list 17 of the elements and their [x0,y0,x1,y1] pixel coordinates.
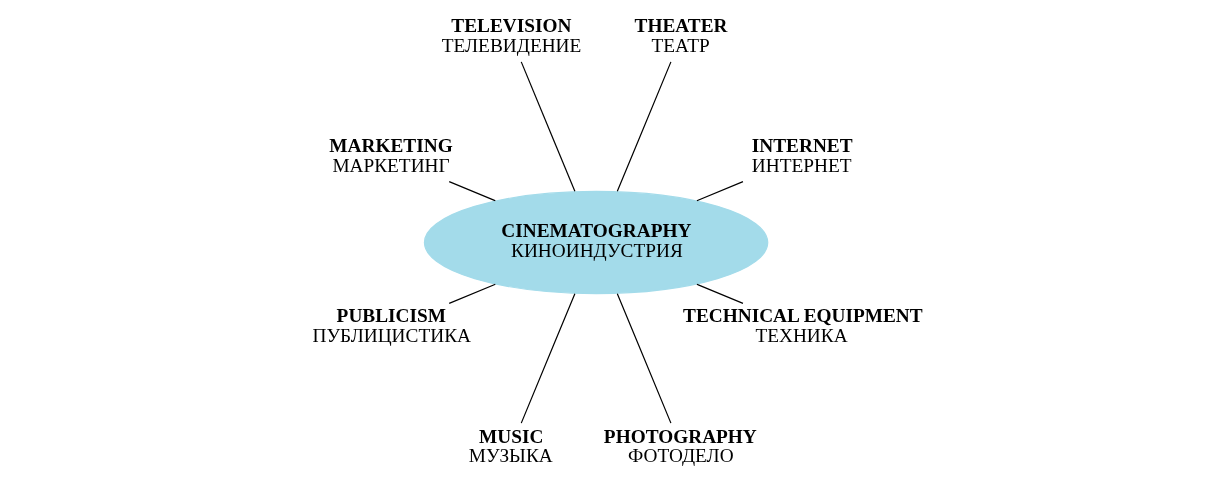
connector [616,61,672,192]
node-text: INTERNET ИНТЕРНЕТ [751,135,853,176]
connector [520,61,576,192]
node-text: THEATER ТЕАТР [634,15,728,56]
node-text: TECHNICAL EQUIPMENT ТЕХНИКА [683,305,923,346]
node-text: PUBLICISM ПУБЛИЦИСТИКА [312,305,471,346]
connector [520,293,576,424]
connector [448,283,496,304]
node-text: MARKETING МАРКЕТИНГ [329,135,453,176]
connector [448,181,496,202]
node-text: MUSIC МУЗЫКА [468,425,553,466]
connector [616,293,672,424]
node-ellipse: CINEMATOGRAPHY КИНОИНДУСТРИЯ [423,190,769,295]
node-text: PHOTOGRAPHY ФОТОДЕЛО [603,425,757,466]
connector [696,181,744,202]
node-text: TELEVISION ТЕЛЕВИДЕНИЕ [441,15,582,56]
connector [696,283,744,304]
